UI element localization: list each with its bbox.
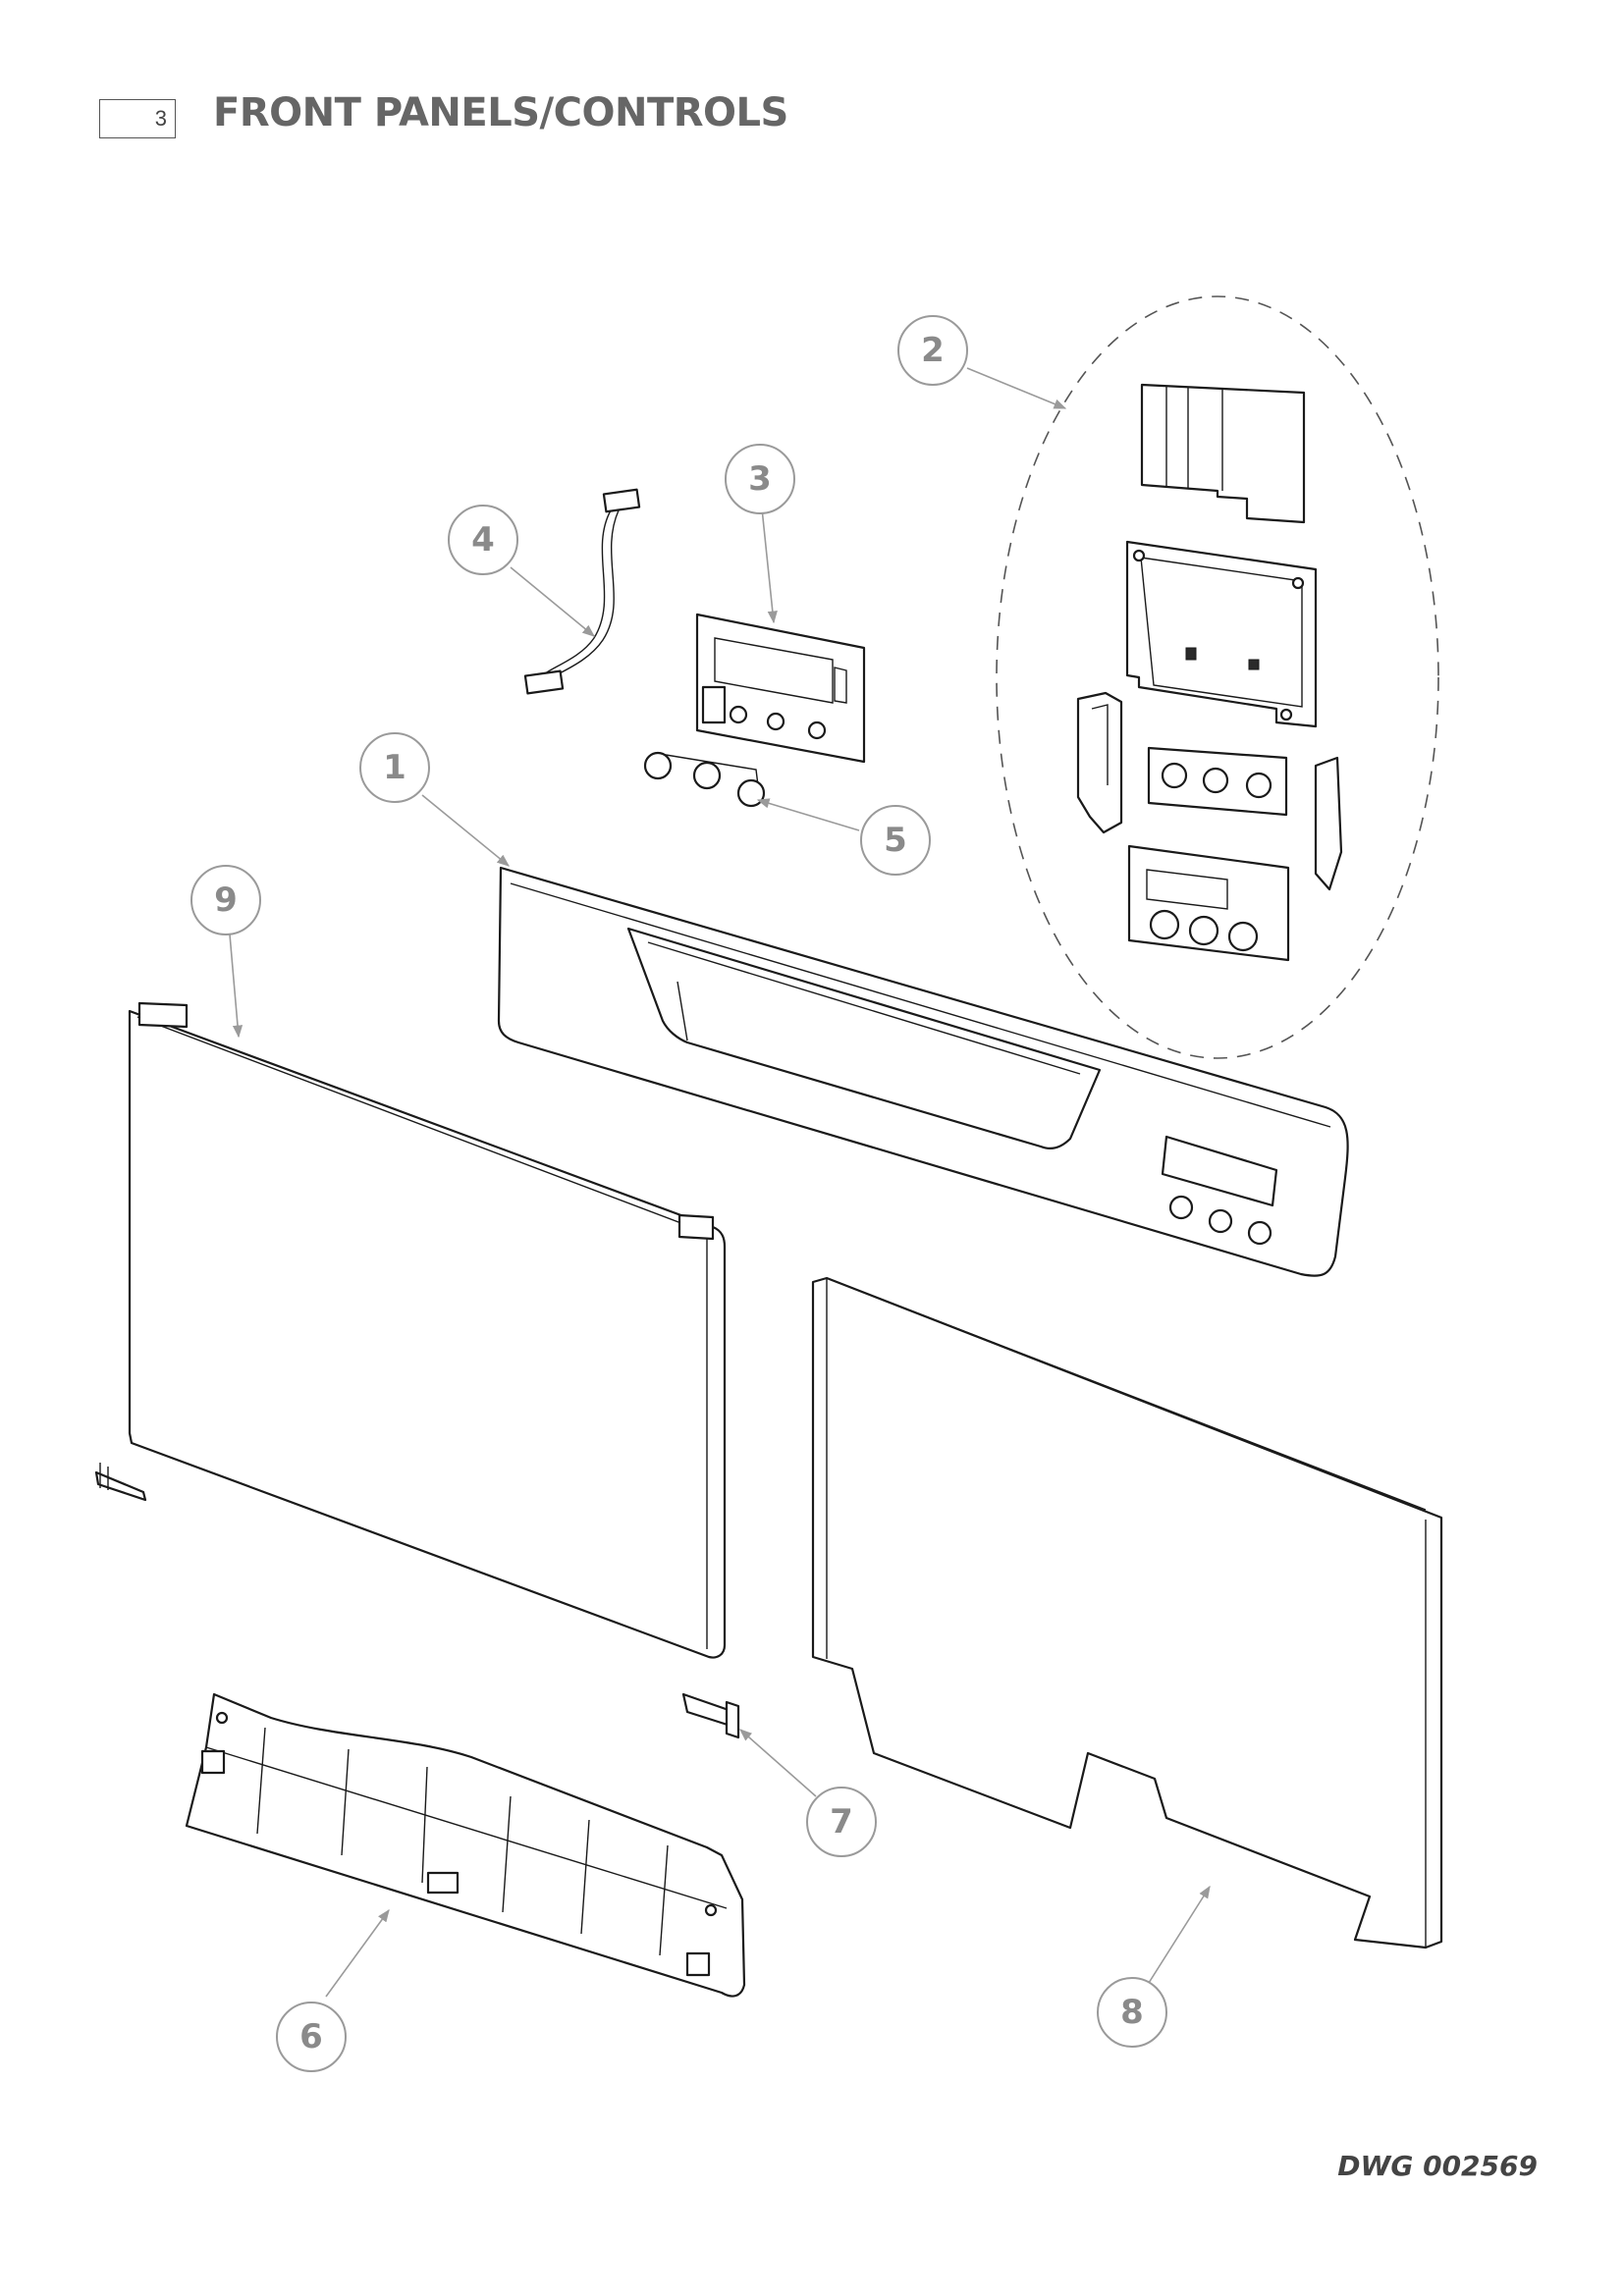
svg-text:8: 8 [1120, 1993, 1144, 2032]
svg-text:5: 5 [884, 821, 907, 860]
callout-8: 8 [1097, 1977, 1167, 2048]
leader-1 [421, 794, 510, 867]
callout-6: 6 [276, 2002, 347, 2072]
front-door-panel [128, 1001, 727, 1659]
callout-9: 9 [190, 865, 261, 935]
leader-8 [1148, 1885, 1211, 1984]
callout-1: 1 [359, 732, 430, 803]
leader-6 [325, 1908, 390, 1998]
control-panel-fascia [497, 866, 1349, 1277]
leader-7 [739, 1729, 817, 1797]
section-number: 3 [154, 106, 167, 131]
svg-text:9: 9 [214, 881, 238, 920]
callout-4: 4 [448, 505, 518, 575]
control-pcb [695, 613, 866, 764]
leader-5 [756, 798, 860, 831]
fastener-pin [681, 1692, 740, 1739]
section-number-box: 3 [99, 99, 176, 138]
leader-3 [761, 507, 778, 624]
assembly-2-boundary [996, 295, 1439, 1059]
svg-text:6: 6 [299, 2017, 323, 2056]
callout-3: 3 [725, 444, 795, 514]
push-buttons [643, 751, 766, 808]
leader-9 [229, 934, 244, 1039]
callout-2: 2 [897, 315, 968, 386]
svg-text:4: 4 [471, 520, 495, 560]
toe-kick-panel [185, 1692, 746, 1998]
svg-text:2: 2 [921, 331, 945, 370]
rear-panel [811, 1276, 1443, 1949]
callout-5: 5 [860, 805, 931, 876]
drawing-number: DWG 002569 [1337, 2150, 1538, 2182]
display-housing-assembly [1076, 383, 1343, 962]
callout-7: 7 [806, 1787, 877, 1857]
wiring-harness [523, 488, 641, 695]
page-title: FRONT PANELS/CONTROLS [213, 90, 788, 135]
leader-4 [510, 566, 595, 637]
svg-text:7: 7 [830, 1802, 853, 1842]
leader-2 [966, 367, 1067, 409]
svg-text:3: 3 [748, 459, 772, 499]
side-pin [94, 1463, 147, 1502]
svg-text:1: 1 [383, 748, 406, 787]
